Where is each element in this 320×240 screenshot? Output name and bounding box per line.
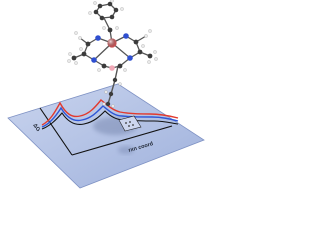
x-axis-line (71, 125, 173, 156)
nitrogen-atom (123, 33, 129, 39)
hydrogen-atom (104, 90, 108, 94)
boron-atom (109, 65, 115, 71)
carbon-atom (71, 55, 77, 61)
molecule-shadow-tail (118, 146, 134, 154)
molecule-tail (102, 65, 122, 108)
inset-box (118, 115, 142, 132)
inset-dot (128, 125, 130, 127)
inset-frame (118, 115, 142, 132)
carbon-atom (147, 53, 153, 59)
bond (110, 79, 116, 95)
metal-center-highlight (107, 38, 117, 48)
hydrogen-atom (111, 104, 115, 108)
phenyl-ring-top (88, 0, 124, 21)
y-axis-label: ΔG (31, 123, 41, 133)
carbon-atom (93, 9, 99, 15)
hydrogen-atom (102, 102, 106, 106)
hydrogen-atom (118, 82, 122, 86)
inset-dot (132, 124, 134, 126)
carbon-atom (99, 15, 105, 21)
carbon-atom (81, 51, 87, 57)
carbon-atom (85, 41, 91, 47)
y-axis-line (39, 107, 73, 156)
bond (114, 65, 119, 81)
nitrogen-atom (95, 35, 101, 41)
hydrogen-atom (88, 11, 92, 15)
carbon-atom (113, 7, 119, 13)
reaction-coordinate-figure: ΔG rxn coord (7, 0, 205, 189)
carbon-atom (108, 91, 114, 97)
nitrogen-atom (127, 55, 133, 61)
carbon-atom (117, 63, 123, 69)
nitrogen-atom (91, 57, 97, 63)
carbon-atom (133, 39, 139, 45)
hydrogen-atom (110, 0, 114, 3)
curve-blue (41, 105, 179, 128)
inset-dot (125, 122, 127, 124)
hydrogen-atom (93, 1, 97, 5)
hydrogen-atom (120, 7, 124, 11)
carbon-atom (109, 14, 115, 20)
carbon-atom (137, 49, 143, 55)
energy-plane (7, 83, 205, 189)
carbon-atom (107, 1, 113, 7)
hydrogen-atoms (67, 26, 158, 72)
energy-curves (41, 99, 179, 130)
carbon-atom (107, 27, 113, 33)
carbon-atom (101, 63, 107, 69)
carbon-atom (112, 77, 118, 83)
carbon-atom (105, 101, 111, 107)
metal-complex (67, 17, 158, 72)
carbon-atom (97, 3, 103, 9)
inset-dot (129, 121, 131, 123)
curve-black (41, 110, 179, 130)
curve-red (41, 99, 179, 126)
